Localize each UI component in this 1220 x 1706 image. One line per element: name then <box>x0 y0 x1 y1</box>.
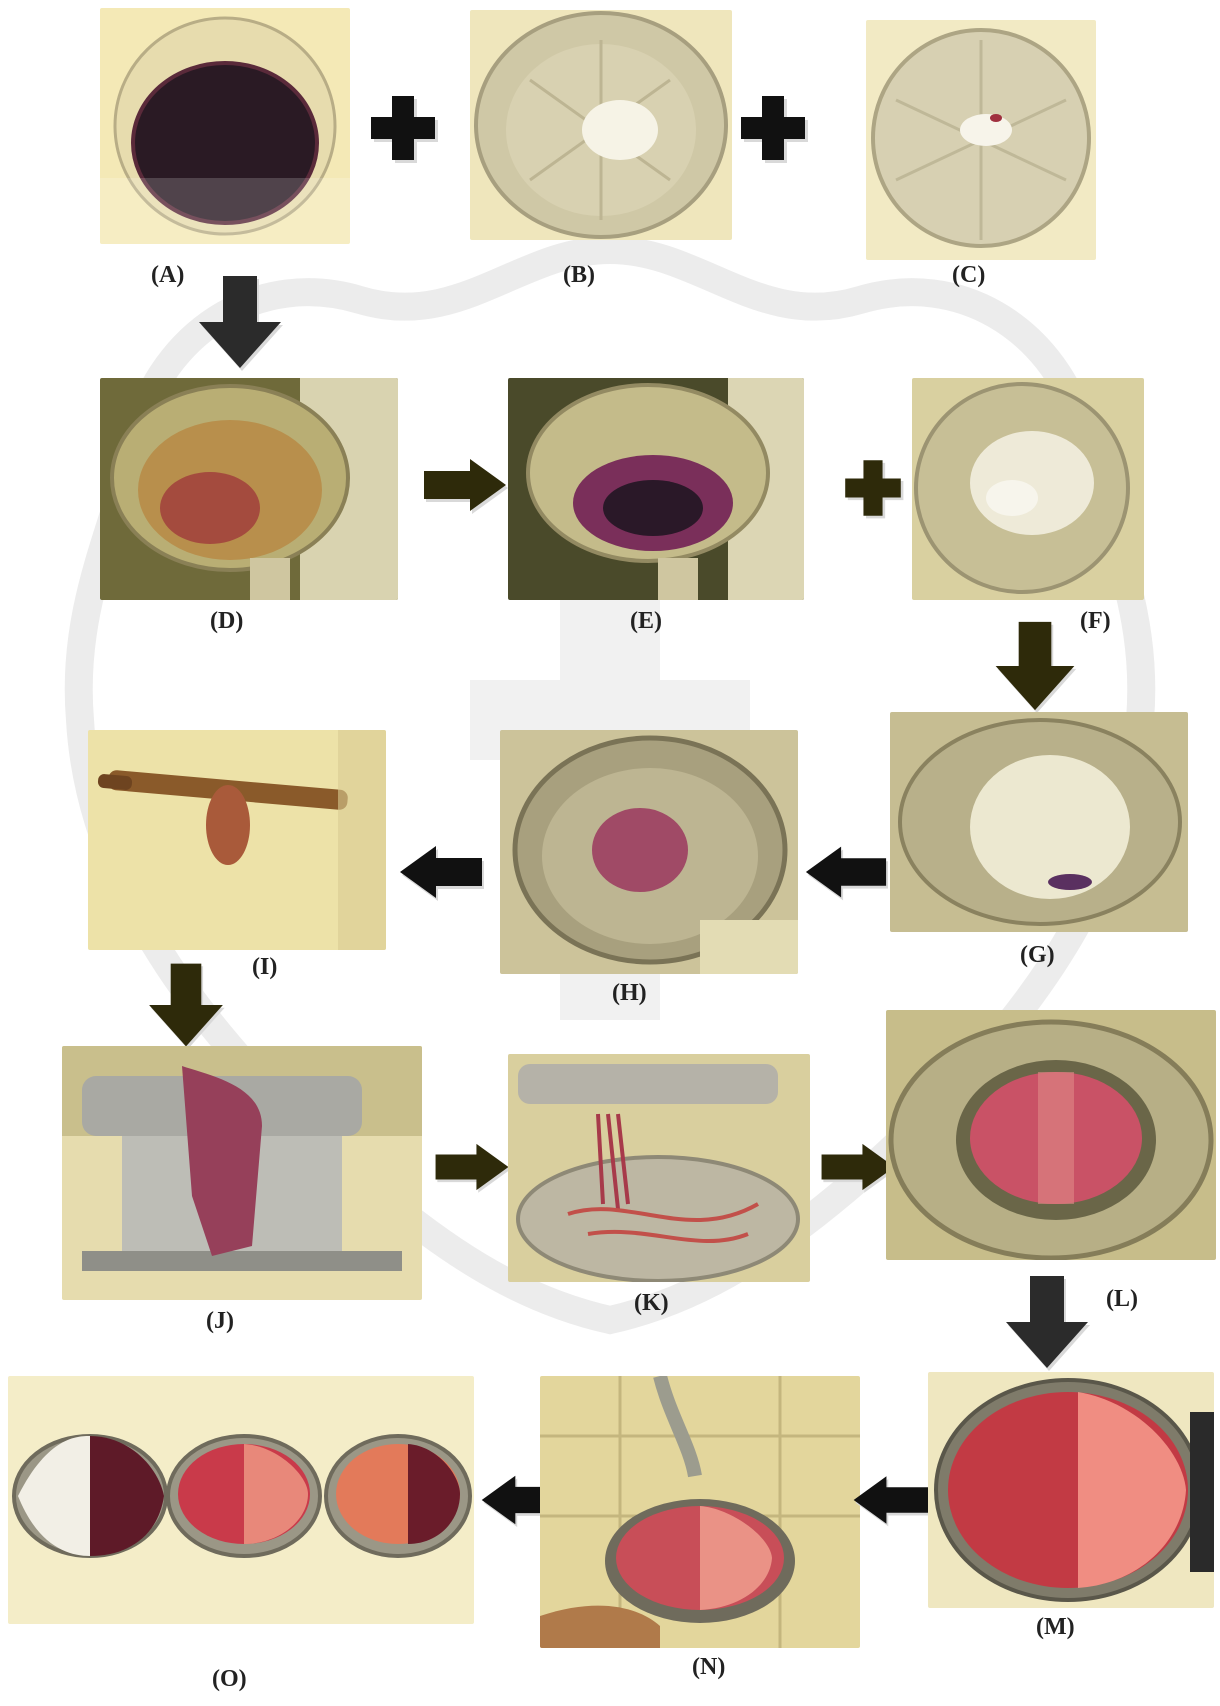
step-label-b: (B) <box>563 262 595 289</box>
photo-h-dough-bowl <box>500 730 798 974</box>
photo-k-cutting-noodles <box>508 1054 810 1282</box>
step-label-f: (F) <box>1080 608 1111 635</box>
photo-n-rinsing <box>540 1376 860 1648</box>
step-label-m: (M) <box>1036 1614 1075 1641</box>
photo-m-steamed-noodles <box>928 1372 1214 1608</box>
arrow-right-icon <box>420 455 510 515</box>
step-label-i: (I) <box>252 954 277 981</box>
step-label-c: (C) <box>952 262 985 289</box>
photo-c-small-powder <box>866 20 1096 260</box>
photo-g-flour-pan <box>890 712 1188 932</box>
step-label-h: (H) <box>612 980 647 1007</box>
plus-icon <box>840 455 906 521</box>
photo-i-rolling-pin <box>88 730 386 950</box>
arrow-left-icon <box>802 840 890 904</box>
arrow-down-icon <box>1000 1272 1094 1372</box>
photo-d-pan-heating <box>100 378 398 600</box>
plus-icon <box>365 90 441 166</box>
photo-a-beet-juice <box>100 8 350 244</box>
arrow-left-icon <box>396 840 486 904</box>
arrow-down-icon <box>195 272 285 372</box>
arrow-left-icon <box>850 1470 932 1530</box>
step-label-d: (D) <box>210 608 243 635</box>
photo-l-steamer <box>886 1010 1216 1260</box>
step-label-j: (J) <box>206 1308 234 1335</box>
plus-icon <box>735 90 811 166</box>
arrow-down-icon <box>990 618 1080 714</box>
step-label-o: (O) <box>212 1666 247 1693</box>
photo-e-reduced-juice <box>508 378 804 600</box>
arrow-right-icon <box>432 1138 512 1196</box>
step-label-a: (A) <box>151 262 184 289</box>
step-label-n: (N) <box>692 1654 725 1681</box>
step-label-e: (E) <box>630 608 662 635</box>
step-label-g: (G) <box>1020 942 1055 969</box>
photo-o-three-trays <box>8 1376 474 1624</box>
step-label-k: (K) <box>634 1290 669 1317</box>
photo-f-flour-mix <box>912 378 1144 600</box>
step-label-l: (L) <box>1106 1286 1138 1313</box>
photo-b-flour-bowl <box>470 10 732 240</box>
photo-j-pasta-machine <box>62 1046 422 1300</box>
arrow-down-icon <box>140 960 232 1050</box>
